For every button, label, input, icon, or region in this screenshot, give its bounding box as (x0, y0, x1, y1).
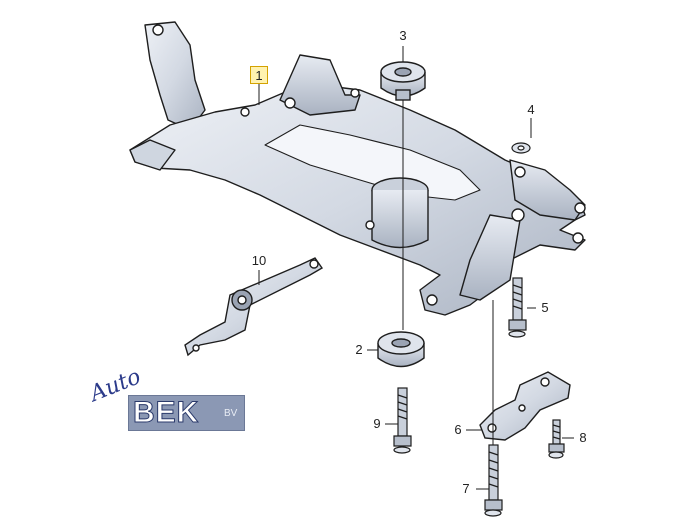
washer-part-4 (511, 142, 531, 154)
mount-part-10 (184, 257, 324, 357)
logo-suffix-text: BV (224, 408, 238, 419)
callout-10: 10 (251, 253, 267, 268)
bushing-part-2 (377, 331, 425, 368)
callout-8: 8 (579, 430, 587, 445)
callout-4: 4 (527, 102, 535, 117)
bushing-part-3 (380, 61, 426, 101)
subframe-part (129, 21, 586, 316)
bracket-part-6 (479, 371, 571, 441)
bolt-part-5 (508, 277, 527, 338)
watermark-logo: BEK BV (128, 395, 245, 431)
callout-6: 6 (454, 422, 462, 437)
bolt-part-8 (548, 419, 565, 459)
logo-brand-text: BEK (132, 396, 200, 429)
callout-9: 9 (373, 416, 381, 431)
callout-7: 7 (462, 481, 470, 496)
leader-lines (258, 46, 574, 490)
callout-5: 5 (541, 300, 549, 315)
callout-1: 1 (250, 66, 268, 84)
bolt-part-9 (393, 387, 412, 454)
callout-3: 3 (399, 28, 407, 43)
bolt-part-7 (484, 444, 503, 517)
callout-2: 2 (355, 342, 363, 357)
